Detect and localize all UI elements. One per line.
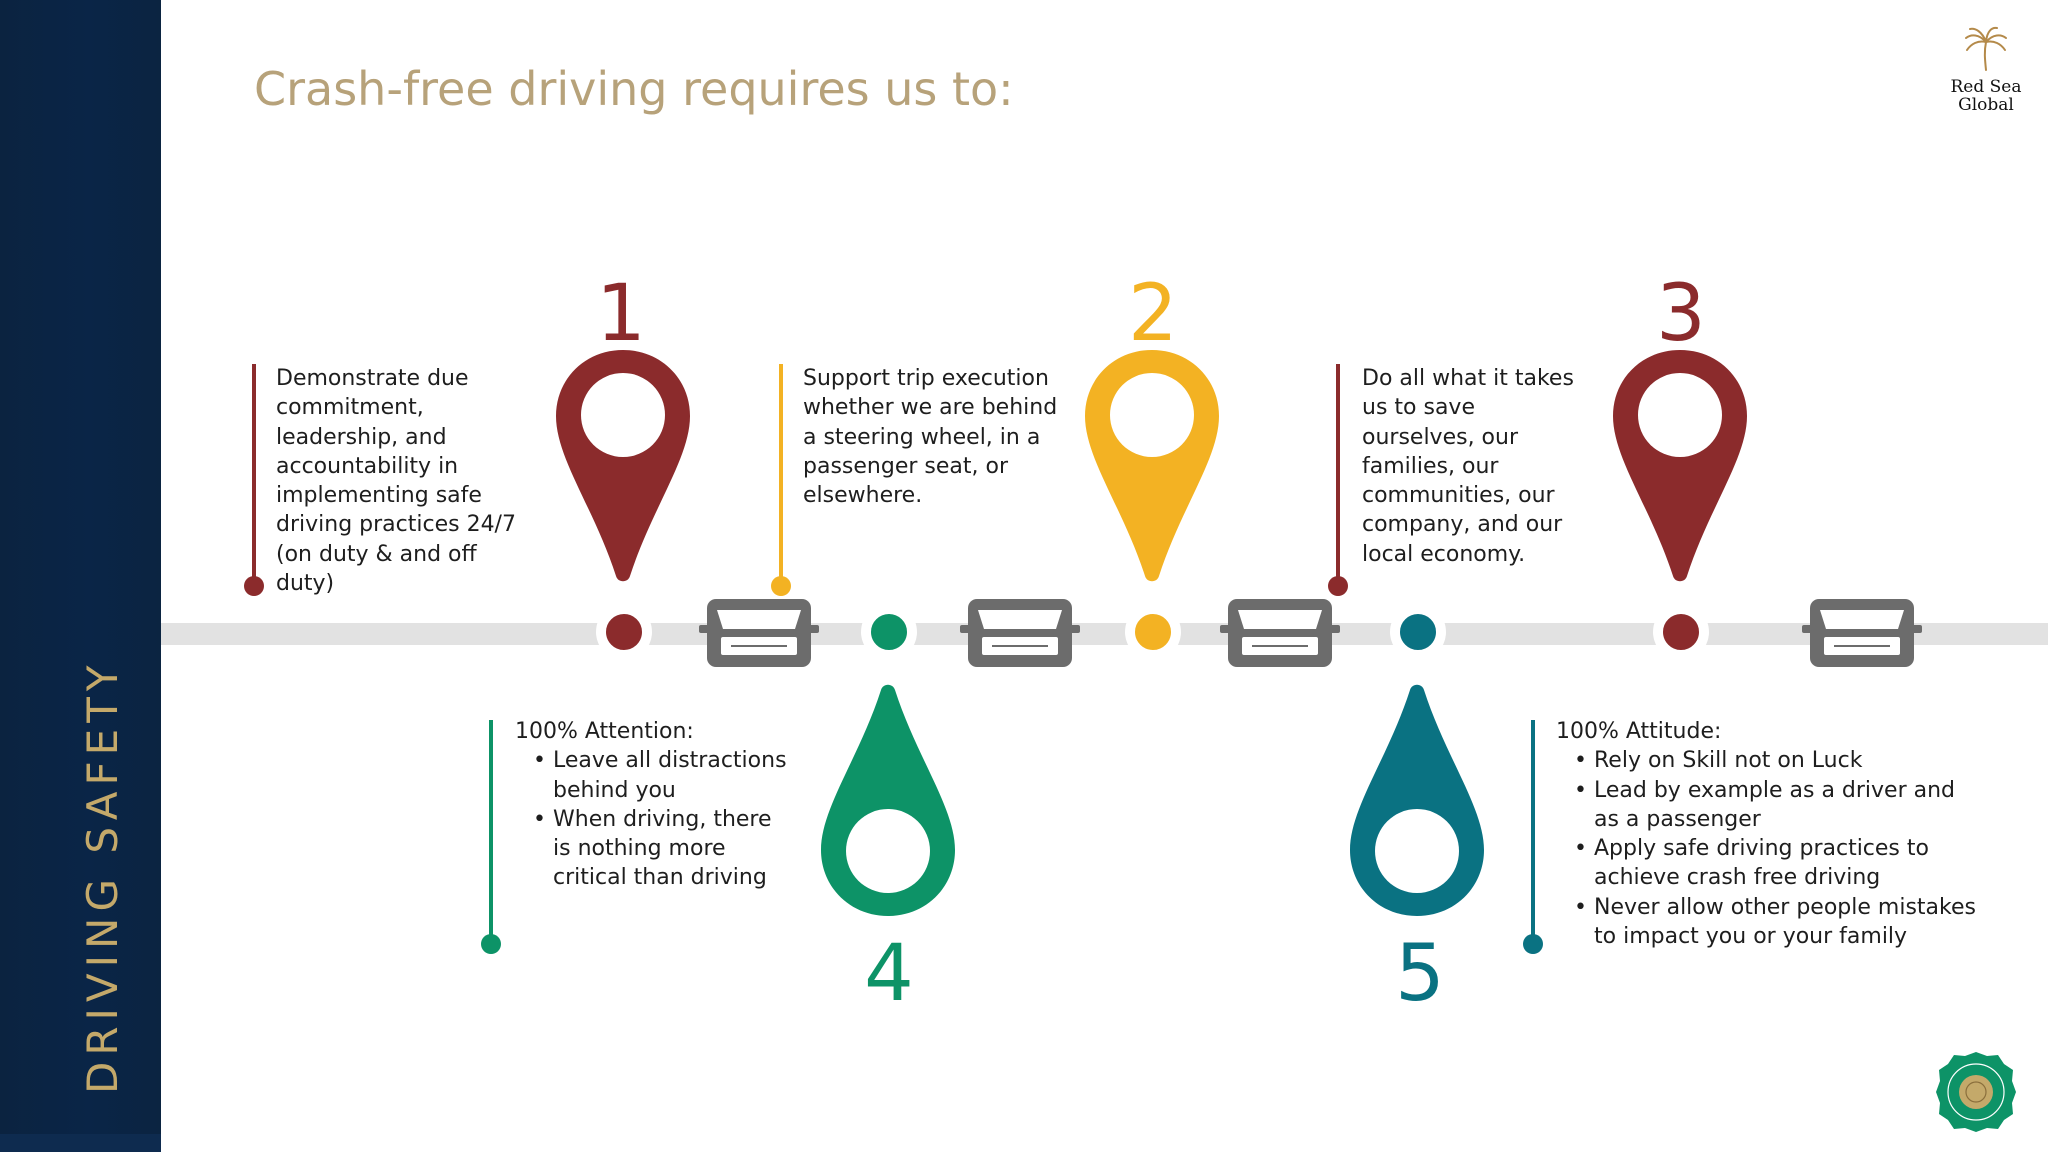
step-number-3: 3 (1656, 269, 1706, 359)
stem-dot-2 (771, 576, 791, 596)
stem-4 (489, 720, 493, 940)
step-5-bullet: Apply safe driving practices to achieve … (1556, 834, 1976, 893)
step-number-5: 5 (1395, 929, 1445, 1019)
page-title: Crash-free driving requires us to: (254, 62, 1014, 116)
palm-icon (1965, 26, 2007, 71)
map-pin-icon (1350, 684, 1484, 916)
stem-5 (1531, 720, 1535, 940)
step-5-lead: 100% Attitude: (1556, 719, 1722, 744)
step-1-text: Demonstrate due commitment, leadership, … (276, 366, 516, 597)
stem-dot-1 (244, 576, 264, 596)
step-2-text: Support trip execution whether we are be… (803, 366, 1058, 509)
logo-line1: Red Sea (1950, 77, 2022, 97)
map-pin-icon (1613, 350, 1747, 582)
stem-dot-4 (481, 934, 501, 954)
stem-2 (779, 364, 783, 584)
node-1 (596, 604, 652, 660)
node-5 (1390, 604, 1446, 660)
car-front-icon (1220, 599, 1340, 667)
safer-together-badge-icon (1936, 1052, 2016, 1132)
logo-text: Red Sea Global (1948, 78, 2024, 114)
sidebar-label: DRIVING SAFETY (78, 659, 127, 1094)
node-2 (1125, 604, 1181, 660)
step-4-bullets: Leave all distractions behind you When d… (515, 746, 795, 892)
step-5-bullets: Rely on Skill not on Luck Lead by exampl… (1556, 746, 1976, 951)
stem-dot-5 (1523, 934, 1543, 954)
step-4-lead: 100% Attention: (515, 719, 694, 744)
company-logo: Red Sea Global (1948, 26, 2024, 116)
step-number-1: 1 (596, 269, 646, 359)
step-number-2: 2 (1128, 269, 1178, 359)
stem-3 (1336, 364, 1340, 584)
step-number-4: 4 (864, 929, 914, 1019)
step-4-bullet: When driving, there is nothing more crit… (515, 805, 795, 893)
step-5-bullet: Never allow other people mistakes to imp… (1556, 893, 1976, 952)
logo-line2: Global (1958, 95, 2014, 115)
step-4-bullet: Leave all distractions behind you (515, 746, 795, 805)
stem-1 (252, 364, 256, 584)
sidebar: DRIVING SAFETY (0, 0, 161, 1152)
car-front-icon (1802, 599, 1922, 667)
node-3 (1653, 604, 1709, 660)
step-4-text: 100% Attention: Leave all distractions b… (515, 717, 795, 893)
car-front-icon (699, 599, 819, 667)
stem-dot-3 (1328, 576, 1348, 596)
node-4 (861, 604, 917, 660)
map-pin-icon (821, 684, 955, 916)
car-front-icon (960, 599, 1080, 667)
map-pin-icon (1085, 350, 1219, 582)
road (161, 623, 2048, 645)
map-pin-icon (556, 350, 690, 582)
step-5-bullet: Lead by example as a driver and as a pas… (1556, 776, 1976, 835)
sidebar-footer-strip (0, 1134, 161, 1152)
step-5-text: 100% Attitude: Rely on Skill not on Luck… (1556, 717, 1976, 951)
step-5-bullet: Rely on Skill not on Luck (1556, 746, 1976, 776)
step-3-text: Do all what it takes us to save ourselve… (1362, 366, 1574, 567)
